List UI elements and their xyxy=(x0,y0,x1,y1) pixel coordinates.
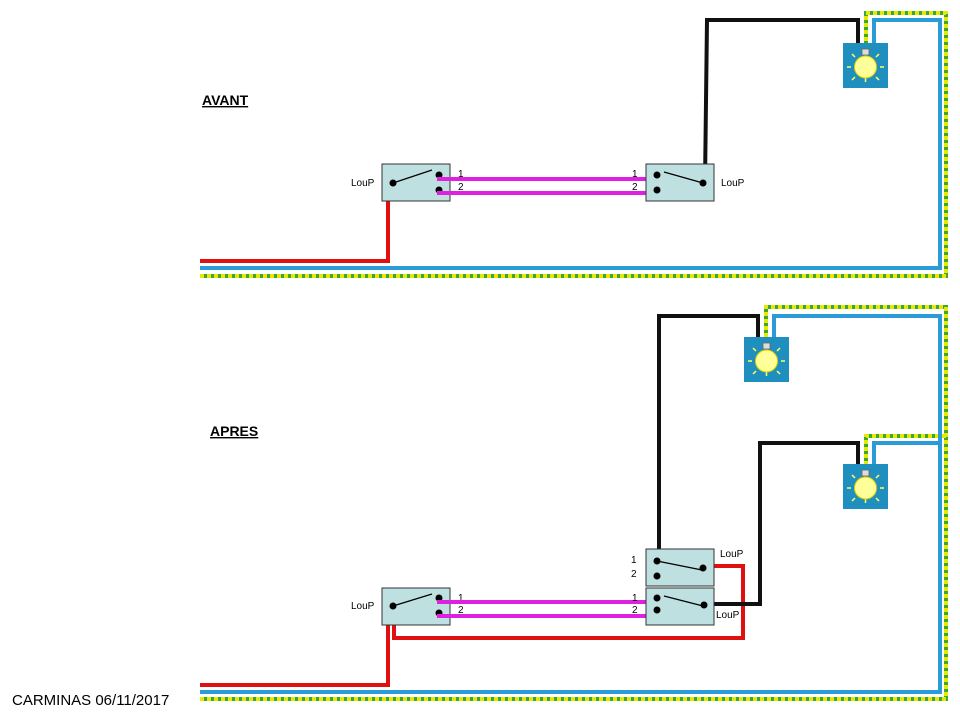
switched-wire-lower-apres xyxy=(705,441,860,606)
switch-label-left-apres: LouP xyxy=(351,601,375,612)
switch-lower-right-apres xyxy=(645,587,715,626)
switch-upper-right-apres xyxy=(645,548,715,587)
section-title-avant: AVANT xyxy=(202,92,249,108)
earth-wire-avant xyxy=(200,11,948,278)
terminal-2-left-avant: 2 xyxy=(458,182,464,193)
lamp-icon xyxy=(843,43,888,88)
switch-label-left-avant: LouP xyxy=(351,178,375,189)
switch-left-apres xyxy=(381,587,451,626)
terminal-2-left-apres: 2 xyxy=(458,605,464,616)
live-wire-avant xyxy=(200,183,390,263)
terminal-1-left-avant: 1 xyxy=(458,169,464,180)
lamp-icon xyxy=(843,464,888,509)
terminal-1-right-avant: 1 xyxy=(632,169,638,180)
section-apres: APRES LouP 1 2 xyxy=(200,305,948,701)
switched-wire-avant xyxy=(703,18,860,184)
terminal-2-right-avant: 2 xyxy=(632,182,638,193)
section-avant: AVANT LouP 1 2 xyxy=(200,11,948,278)
earth-wire-apres xyxy=(200,305,948,701)
terminal-1-upper-apres: 1 xyxy=(631,555,637,566)
terminal-2-lower-apres: 2 xyxy=(632,605,638,616)
switch-right-avant xyxy=(645,163,715,202)
live-wire-apres xyxy=(200,564,745,687)
section-title-apres: APRES xyxy=(210,423,258,439)
switch-label-right-avant: LouP xyxy=(721,178,745,189)
neutral-wire-apres xyxy=(200,314,942,694)
terminal-2-upper-apres: 2 xyxy=(631,569,637,580)
lamp-icon xyxy=(744,337,789,382)
switched-wire-upper-apres xyxy=(657,314,760,558)
switch-left-avant xyxy=(381,163,451,202)
switch-label-lower-apres: LouP xyxy=(716,610,740,621)
terminal-1-left-apres: 1 xyxy=(458,593,464,604)
footer-credit: CARMINAS 06/11/2017 xyxy=(12,692,170,709)
switch-label-upper-apres: LouP xyxy=(720,549,744,560)
neutral-wire-avant xyxy=(200,18,942,270)
terminal-1-lower-apres: 1 xyxy=(632,593,638,604)
